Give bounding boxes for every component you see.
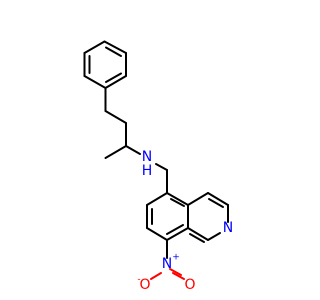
phenyl-ring — [83, 40, 127, 89]
isoquinoline-rings — [146, 169, 229, 243]
nitro-negative-charge: - — [137, 275, 140, 285]
ring-nitrogen-label: N — [223, 220, 233, 236]
amine-hydrogen-label: H — [142, 163, 153, 179]
butyl-chain — [104, 87, 141, 159]
amine-nitrogen-label: N — [142, 149, 152, 165]
nitro-oxygen-minus-label: O — [139, 277, 150, 293]
nitro-group — [150, 239, 185, 280]
nitro-oxygen-double-label: O — [184, 277, 195, 293]
molecule-structure: N H N N + O - O — [83, 40, 233, 293]
nitro-positive-charge: + — [172, 253, 180, 263]
amine-link — [155, 163, 168, 171]
nitro-nitrogen-label: N — [162, 256, 172, 272]
